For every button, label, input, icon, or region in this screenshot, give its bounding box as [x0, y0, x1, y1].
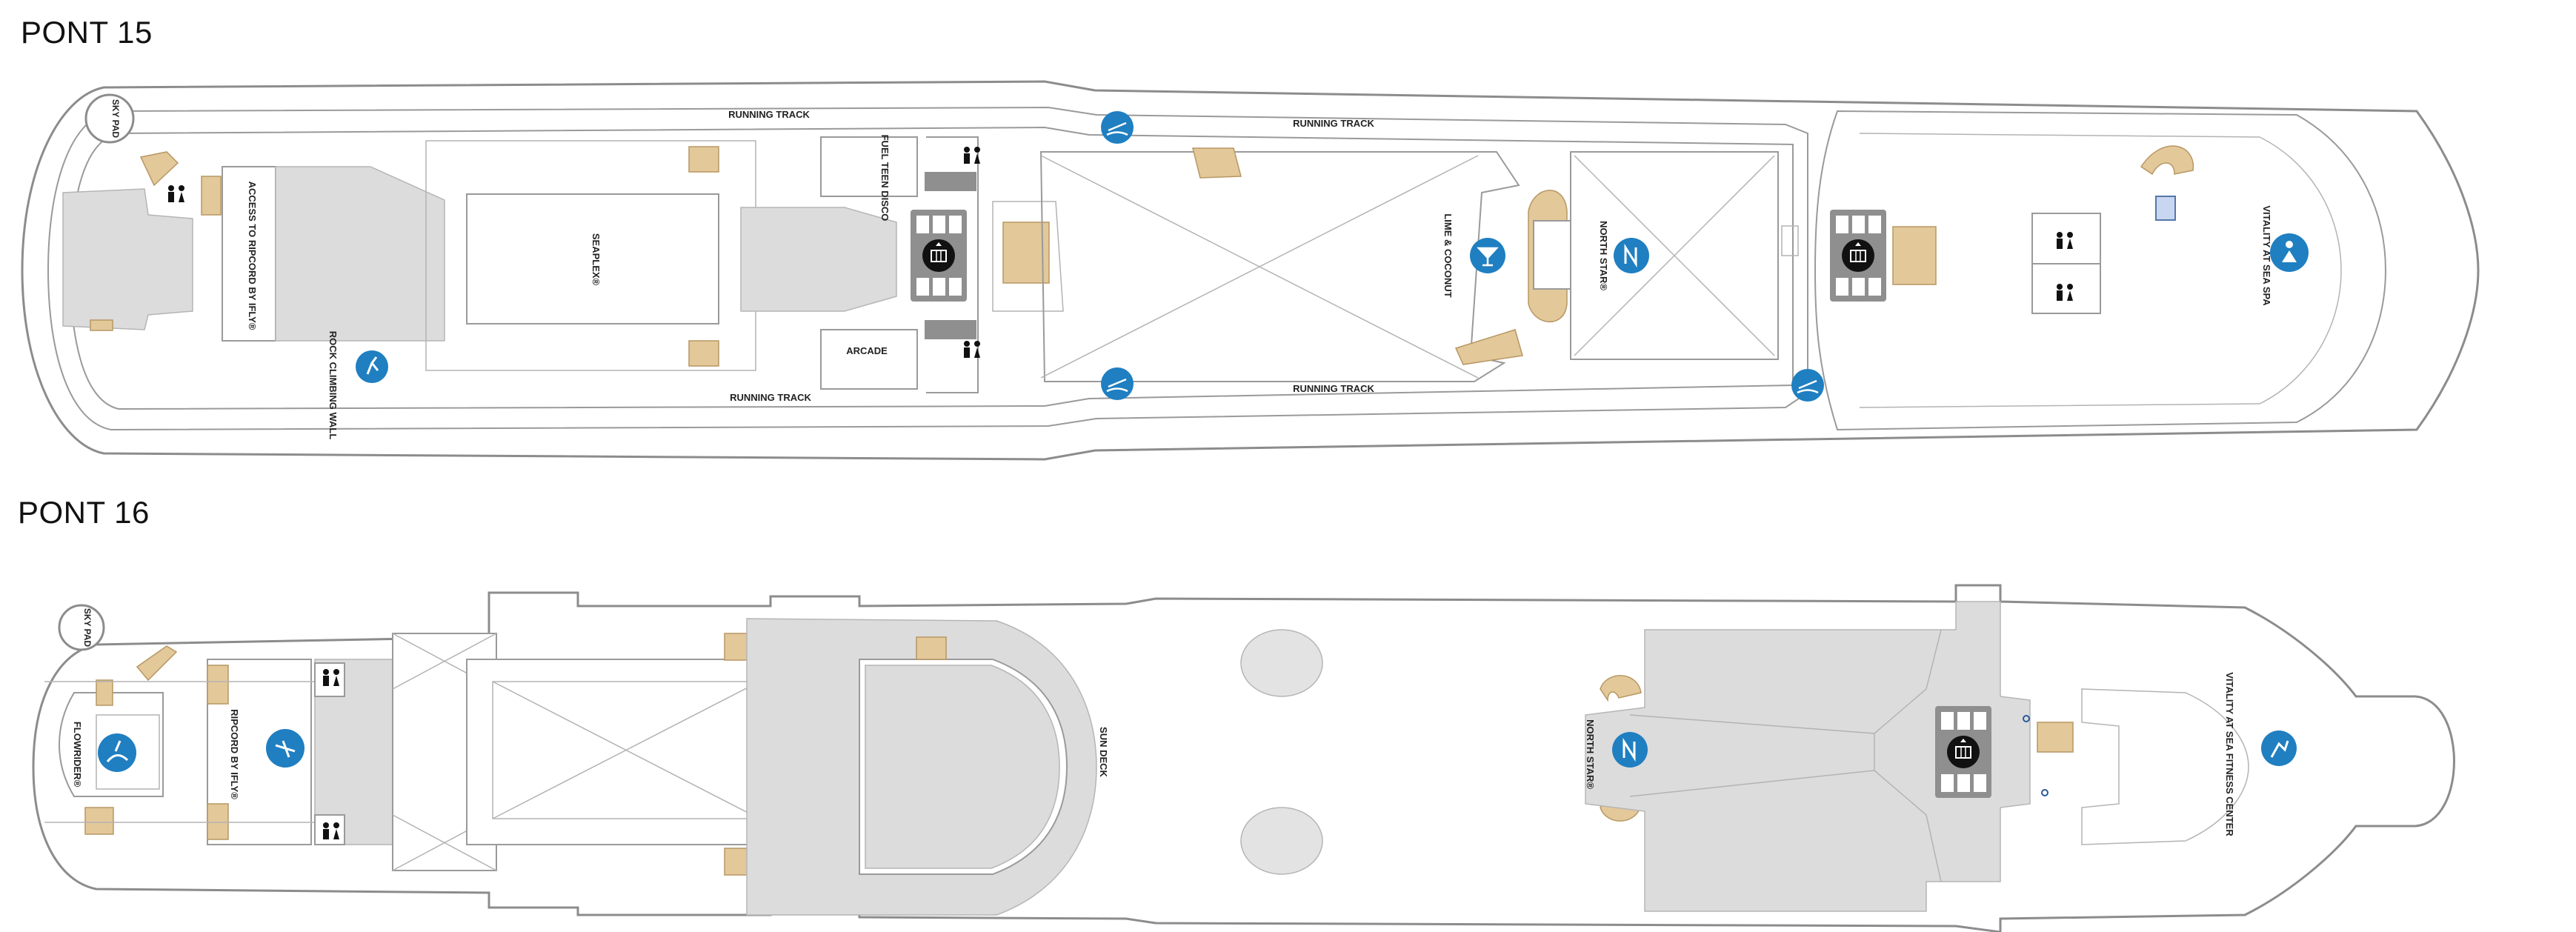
skydiver-icon [266, 729, 304, 768]
north-star-icon [1614, 238, 1649, 273]
spa-area-outline [1814, 110, 2387, 431]
running-track-label: RUNNING TRACK [1293, 118, 1374, 129]
fitness-center-label: VITALITY AT SEA FITNESS CENTER [2224, 672, 2235, 836]
north-star-base [1585, 601, 2031, 912]
arcade-area [740, 207, 897, 312]
sky-pad-label: SKY PAD [110, 99, 121, 139]
elevator-icon [910, 209, 968, 302]
sky-pad-deck16 [58, 604, 105, 651]
swimmer-icon [1101, 367, 1134, 400]
north-star-label: NORTH STAR® [1598, 221, 1609, 290]
surfer-icon [98, 733, 136, 772]
north-star-label: NORTH STAR® [1585, 719, 1596, 789]
climber-icon [356, 350, 388, 383]
rock-climbing-wall-label: ROCK CLIMBING WALL [327, 331, 339, 440]
north-star-icon [1612, 732, 1648, 768]
sun-deck-label: SUN DECK [1098, 727, 1109, 778]
arcade-label: ARCADE [846, 345, 888, 356]
spa-label: VITALITY AT SEA SPA [2261, 205, 2272, 306]
running-track-label: RUNNING TRACK [730, 392, 811, 403]
elevator-icon [1829, 209, 1887, 302]
spa-icon [2270, 233, 2309, 272]
fuel-teen-disco-room [820, 136, 918, 197]
arcade-room [820, 329, 918, 390]
deck-15-hull [21, 80, 2480, 461]
fitness-icon [2261, 730, 2297, 766]
elevator-icon [1934, 705, 1992, 799]
seaplex-label: SEAPLEX® [590, 233, 602, 286]
running-track [47, 106, 1808, 431]
sky-pad-label: SKY PAD [82, 608, 93, 648]
ripcord-access-label: ACCESS TO RIPCORD BY IFLY® [247, 182, 258, 330]
ripcord-access-room [222, 166, 276, 342]
deck-16-title: PONT 16 [18, 495, 150, 530]
hot-tub [1240, 629, 1323, 697]
ripcord-label: RIPCORD BY IFLY® [229, 709, 240, 799]
running-track-label: RUNNING TRACK [728, 109, 810, 120]
cocktail-icon [1470, 238, 1505, 273]
lime-coconut-label: LIME & COCONUT [1442, 213, 1454, 297]
deck-16-plan: SKY PAD FLOWRIDER® RIPCORD BY IFLY® SUN … [32, 584, 2455, 932]
sky-pad-deck15 [84, 93, 135, 144]
hot-tub [1240, 807, 1323, 875]
fitness-center-outline [2081, 688, 2249, 845]
seaplex-room [466, 193, 719, 324]
deck-15-plan: SKY PAD RUNNING TRACK RUNNING TRACK RUNN… [21, 80, 2480, 461]
swimmer-icon [1791, 369, 1824, 402]
deck-15-title: PONT 15 [21, 15, 153, 50]
north-star-stairs-16 [1600, 675, 1642, 702]
swimmer-icon [1101, 111, 1134, 144]
fuel-teen-disco-label: FUEL TEEN DISCO [879, 135, 891, 222]
running-track-label: RUNNING TRACK [1293, 383, 1374, 394]
flowrider-label: FLOWRIDER® [72, 722, 83, 788]
forward-staircase [1002, 222, 1050, 284]
